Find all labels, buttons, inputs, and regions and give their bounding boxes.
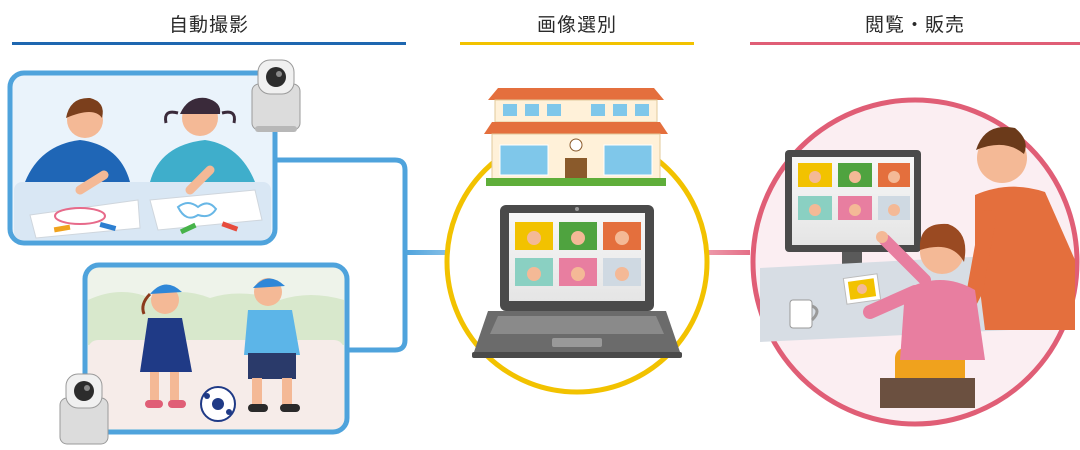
heading-viewing-sales: 閲覧・販売: [864, 14, 965, 36]
heading-line-auto-shooting: [12, 42, 406, 45]
seated-parent: [863, 223, 985, 408]
heading-line-viewing-sales: [750, 42, 1080, 45]
heading-image-selection: 画像選別: [536, 14, 617, 36]
school-building-icon: [484, 88, 668, 186]
laptop-icon: [472, 205, 682, 358]
photo-print-icon: [842, 273, 882, 305]
classroom-panel: [7, 70, 278, 246]
coffee-mug-icon: [789, 299, 819, 329]
heading-auto-shooting: 自動撮影: [168, 14, 249, 36]
playground-panel: [82, 262, 350, 435]
heading-line-image-selection: [460, 42, 694, 45]
ptz-camera-icon: [59, 373, 109, 445]
ptz-camera-icon: [251, 59, 301, 132]
